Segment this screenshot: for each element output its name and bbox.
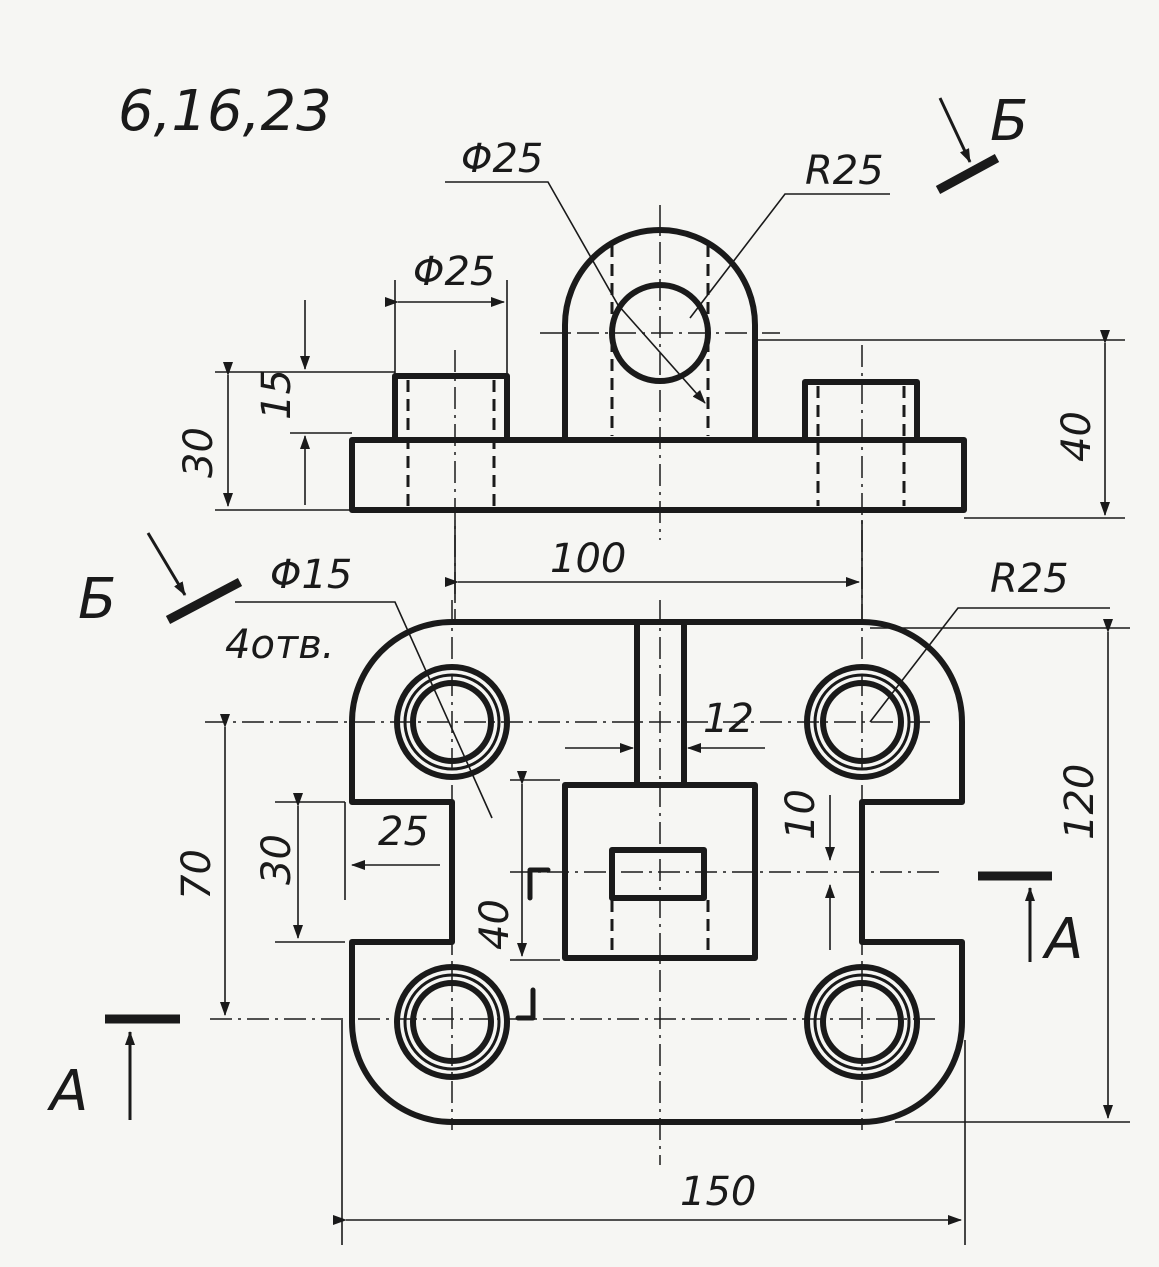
dim-corner-radius: R25 <box>990 556 1069 602</box>
upright-lug-outline <box>562 227 758 443</box>
dim-30: 30 <box>176 427 222 478</box>
top-view: Φ15 4отв. R25 12 25 150 70 30 40 10 120 <box>174 552 1130 1245</box>
dim-120: 120 <box>1057 764 1103 840</box>
dim-30-plan: 30 <box>254 834 300 885</box>
section-marker-b-right: Б <box>935 89 1028 194</box>
dim-counterbore: Φ25 <box>413 249 495 295</box>
section-marker-b-left: Б <box>78 532 243 632</box>
right-boss-outline <box>802 379 920 443</box>
dim-25: 25 <box>378 809 429 855</box>
dim-40: 40 <box>1054 411 1100 462</box>
dim-holes-dia: Φ15 <box>270 552 352 598</box>
base-plate-outline <box>349 437 967 513</box>
dim-slot-12: 12 <box>703 696 754 742</box>
section-label-b-left: Б <box>78 567 116 632</box>
section-marker-a-right: А <box>978 871 1083 972</box>
dim-150: 150 <box>680 1169 756 1215</box>
front-view: Φ25 R25 Φ25 100 15 30 40 <box>176 136 1125 620</box>
variant-numbers: 6,16,23 <box>118 79 332 144</box>
dim-holes-count: 4отв. <box>225 622 335 668</box>
section-marker-a-left: А <box>47 1014 180 1124</box>
section-label-a-left: А <box>47 1059 88 1124</box>
plan-outline <box>349 619 965 1125</box>
dim-100: 100 <box>550 536 626 582</box>
dim-70: 70 <box>174 849 220 900</box>
section-label-b-right: Б <box>990 89 1028 154</box>
dim-lug-hole: Φ25 <box>461 136 543 182</box>
lug-hole-in-plan <box>609 847 707 901</box>
dim-10: 10 <box>778 789 824 840</box>
left-boss-outline <box>392 373 510 443</box>
section-label-a-right: А <box>1042 907 1083 972</box>
dim-15: 15 <box>254 369 300 420</box>
dim-lug-radius: R25 <box>805 148 884 194</box>
dim-40-plan: 40 <box>472 899 518 950</box>
